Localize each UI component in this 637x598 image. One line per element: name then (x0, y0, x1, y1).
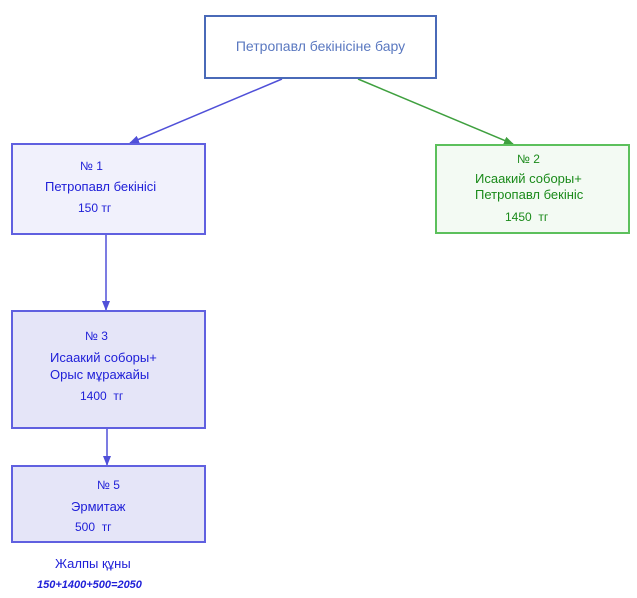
node-price: 1450 тг (505, 210, 549, 224)
node-number: № 3 (85, 329, 108, 343)
node-3[interactable]: № 3 Исаакий соборы+ Орыс мұражайы 1400 т… (11, 310, 206, 429)
root-node-title: Петропавл бекінісіне бару (235, 38, 406, 54)
node-label: Исаакий соборы+ (475, 171, 582, 186)
node-2[interactable]: № 2 Исаакий соборы+ Петропавл бекініс 14… (435, 144, 630, 234)
node-price: 1400 тг (80, 389, 124, 403)
node-number: № 2 (517, 152, 540, 166)
node-5[interactable]: № 5 Эрмитаж 500 тг (11, 465, 206, 543)
node-price: 500 тг (75, 520, 112, 534)
node-label: Петропавл бекініс (475, 187, 584, 202)
node-label: Эрмитаж (71, 499, 126, 514)
node-price: 150 тг (78, 201, 112, 215)
node-label: Орыс мұражайы (50, 367, 150, 382)
node-number: № 5 (97, 478, 120, 492)
node-label: Петропавл бекінісі (45, 179, 157, 194)
arrow-root-to-node-1 (129, 78, 283, 144)
node-number: № 1 (80, 159, 103, 173)
node-label: Исаакий соборы+ (50, 350, 157, 365)
total-cost-label: Жалпы құны (55, 556, 131, 571)
node-1[interactable]: № 1 Петропавл бекінісі 150 тг (11, 143, 206, 235)
total-cost-expression: 150+1400+500=2050 (37, 579, 142, 591)
arrow-root-to-node-2 (357, 78, 514, 145)
root-node[interactable]: Петропавл бекінісіне бару (204, 15, 437, 79)
